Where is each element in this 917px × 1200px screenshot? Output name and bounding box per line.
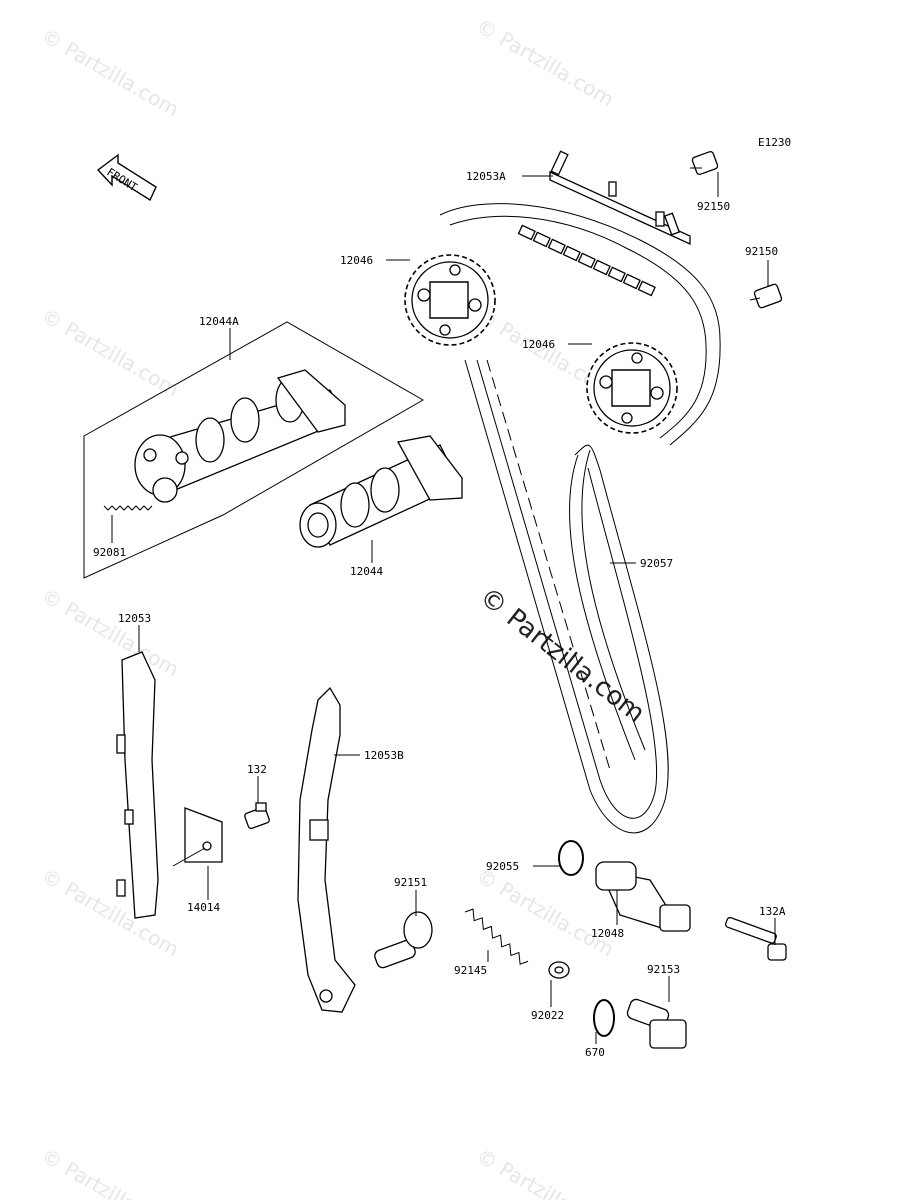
part-label-14014[interactable]: 14014 bbox=[187, 901, 220, 914]
leader-lines bbox=[111, 172, 776, 1044]
part-label-12044A[interactable]: 12044A bbox=[199, 315, 239, 328]
part-label-12053A[interactable]: 12053A bbox=[466, 170, 506, 183]
o-ring-icon bbox=[558, 840, 584, 876]
part-label-12053B[interactable]: 12053B bbox=[364, 749, 404, 762]
o-ring-icon bbox=[593, 999, 615, 1037]
bolt-icon bbox=[244, 802, 270, 830]
bolt-icon bbox=[690, 150, 719, 176]
watermark: © Partzilla.com bbox=[38, 864, 184, 962]
bolt-icon bbox=[749, 283, 783, 309]
spring-icon bbox=[103, 505, 153, 511]
part-label-92153[interactable]: 92153 bbox=[647, 963, 680, 976]
front-arrow-icon: FRONT bbox=[96, 153, 157, 202]
part-label-670[interactable]: 670 bbox=[585, 1046, 605, 1059]
part-label-92081[interactable]: 92081 bbox=[93, 546, 126, 559]
part-label-12048[interactable]: 12048 bbox=[591, 927, 624, 940]
part-label-92150[interactable]: 92150 bbox=[697, 200, 730, 213]
part-labels: 12053A 92150 92150 12046 12046 12044A 92… bbox=[93, 170, 786, 1059]
watermark: © Partzilla.com bbox=[38, 304, 184, 402]
diagram-code: E1230 bbox=[758, 136, 791, 149]
part-label-92055[interactable]: 92055 bbox=[486, 860, 519, 873]
plate-icon bbox=[184, 807, 223, 863]
chain-tensioner-icon bbox=[595, 861, 691, 932]
part-label-92151[interactable]: 92151 bbox=[394, 876, 427, 889]
sprocket-icon bbox=[404, 254, 496, 346]
cap-bolt-icon bbox=[626, 998, 687, 1049]
part-label-12046[interactable]: 12046 bbox=[522, 338, 555, 351]
watermark: © Partzilla.com bbox=[38, 584, 184, 682]
watermark: © Partzilla.com bbox=[38, 24, 184, 122]
camshaft-icon bbox=[299, 435, 463, 548]
part-label-132A[interactable]: 132A bbox=[759, 905, 786, 918]
camshaft-assembly-box bbox=[83, 321, 425, 579]
part-label-12053[interactable]: 12053 bbox=[118, 612, 151, 625]
upper-chain-guide-icon bbox=[549, 150, 691, 246]
watermark: © Partzilla.com bbox=[473, 1144, 619, 1200]
sprocket-icon bbox=[586, 342, 678, 434]
part-label-92022[interactable]: 92022 bbox=[531, 1009, 564, 1022]
bolt-icon bbox=[724, 916, 787, 961]
part-label-92145[interactable]: 92145 bbox=[454, 964, 487, 977]
chain-guide-icon bbox=[116, 651, 159, 919]
part-label-92057[interactable]: 92057 bbox=[640, 557, 673, 570]
timing-chain-icon bbox=[439, 203, 721, 834]
spring-icon bbox=[464, 908, 529, 965]
tensioner-guide-icon bbox=[297, 686, 356, 1013]
part-label-132[interactable]: 132 bbox=[247, 763, 267, 776]
part-label-12044[interactable]: 12044 bbox=[350, 565, 383, 578]
watermark: © Partzilla.com bbox=[473, 14, 619, 112]
part-label-92150[interactable]: 92150 bbox=[745, 245, 778, 258]
pin-icon bbox=[374, 911, 433, 969]
watermark: © Partzilla.com bbox=[38, 1144, 184, 1200]
part-label-12046[interactable]: 12046 bbox=[340, 254, 373, 267]
washer-icon bbox=[548, 961, 570, 979]
camshaft-icon bbox=[134, 369, 346, 503]
